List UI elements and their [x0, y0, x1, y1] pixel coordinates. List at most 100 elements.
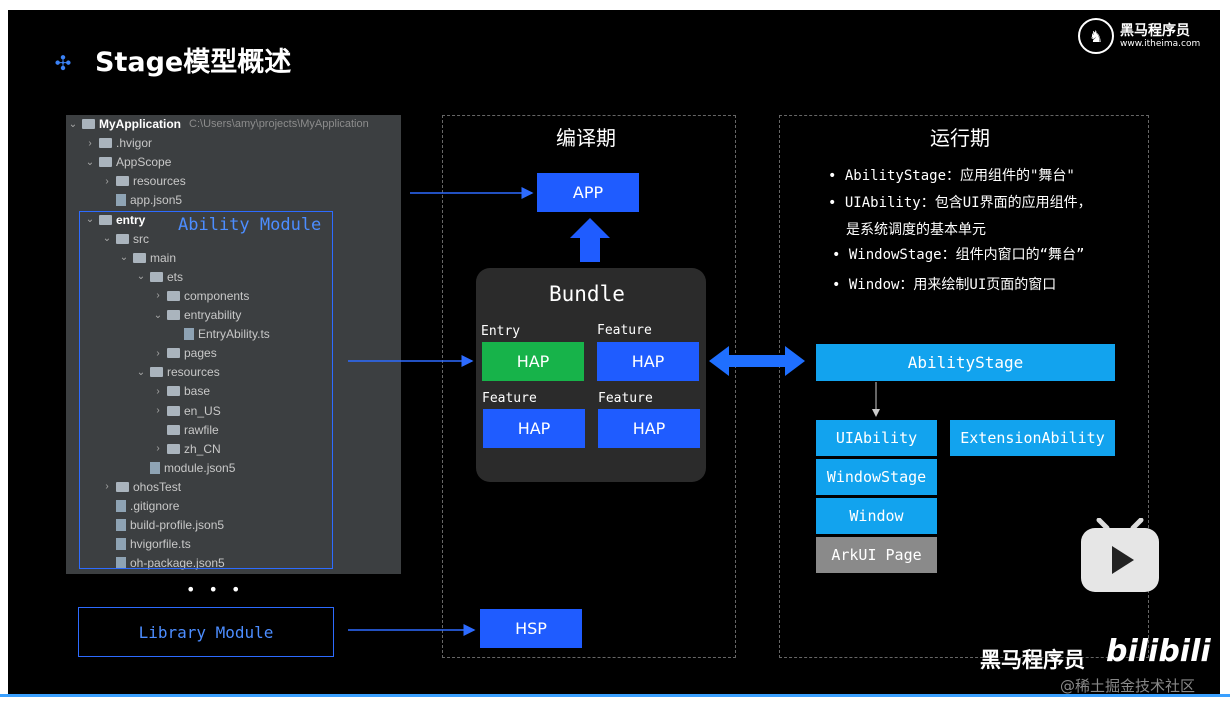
- tree-row-label: AppScope: [116, 155, 172, 170]
- tree-row[interactable]: ›components: [153, 287, 249, 305]
- tree-row[interactable]: ›zh_CN: [153, 440, 220, 458]
- chevron-icon[interactable]: ›: [88, 137, 92, 149]
- tree-row[interactable]: oh-package.json5: [102, 554, 225, 572]
- hsp-box: HSP: [480, 609, 582, 648]
- file-icon: [116, 194, 126, 207]
- logo-name: 黑马程序员: [1120, 23, 1190, 39]
- tree-row-label: oh-package.json5: [130, 556, 225, 571]
- hap-entry-box: HAP: [482, 342, 584, 381]
- tree-row[interactable]: › ohosTest: [102, 478, 181, 496]
- chevron-icon[interactable]: ⌄: [85, 214, 95, 225]
- tree-row[interactable]: ›.hvigor: [85, 134, 152, 152]
- bullet-window-stage: • WindowStage：组件内窗口的“舞台”: [832, 247, 1085, 263]
- file-icon: [116, 500, 126, 512]
- tree-row[interactable]: .gitignore: [102, 497, 179, 515]
- ability-module-box: [79, 211, 333, 569]
- chevron-icon[interactable]: ⌄: [119, 252, 129, 264]
- tree-row[interactable]: ⌄ main: [119, 249, 176, 267]
- logo-url: www.itheima.com: [1120, 39, 1201, 49]
- bottom-bar: [0, 694, 1230, 697]
- chevron-icon[interactable]: ›: [156, 385, 160, 397]
- chevron-icon[interactable]: ›: [156, 347, 160, 359]
- extension-ability-box: ExtensionAbility: [950, 420, 1115, 456]
- bilibili-play-icon: [1081, 518, 1159, 592]
- tree-row[interactable]: › resources: [102, 172, 186, 190]
- chevron-icon[interactable]: ›: [105, 481, 109, 493]
- bullet-ui-ability-cont: 是系统调度的基本单元: [846, 222, 986, 238]
- tree-row-label: base: [184, 384, 211, 399]
- folder-icon: [116, 176, 129, 187]
- tree-row[interactable]: ⌄ entryability: [153, 306, 242, 324]
- folder-icon: [167, 405, 180, 416]
- tree-row-label: ets: [167, 269, 184, 284]
- tree-row[interactable]: › pages: [153, 344, 217, 362]
- tree-row[interactable]: ⌄ AppScope: [85, 153, 172, 171]
- chevron-icon[interactable]: ›: [105, 175, 109, 187]
- library-module-box: Library Module: [78, 607, 334, 657]
- file-icon: [184, 328, 194, 341]
- ellipsis: • • •: [186, 580, 245, 599]
- chevron-icon[interactable]: ›: [156, 443, 160, 455]
- bullet-ability-stage: • AbilityStage：应用组件的"舞台": [828, 168, 1075, 184]
- tree-row-label: en_US: [184, 403, 221, 418]
- file-icon: [116, 557, 126, 570]
- folder-icon: [99, 138, 112, 149]
- tree-row-label: app.json5: [130, 193, 183, 208]
- hap-feature-box-2: HAP: [483, 409, 585, 448]
- slide-title: Stage模型概述: [95, 47, 292, 78]
- tree-row-label: entry: [116, 212, 146, 227]
- folder-icon: [116, 233, 129, 244]
- tree-row-label: rawfile: [184, 422, 219, 437]
- tree-row[interactable]: ⌄ entry: [85, 211, 146, 229]
- folder-icon: [167, 443, 180, 454]
- ability-module-label: Ability Module: [178, 215, 322, 235]
- folder-icon: [82, 119, 95, 129]
- tree-row-label: pages: [184, 346, 217, 361]
- tree-row[interactable]: ⌄ src: [102, 230, 149, 248]
- chevron-icon[interactable]: ⌄: [85, 156, 95, 168]
- tree-row[interactable]: app.json5: [102, 191, 182, 209]
- chevron-icon[interactable]: ⌄: [68, 118, 78, 130]
- tree-row-label: module.json5: [164, 460, 236, 475]
- tree-row[interactable]: › en_US: [153, 402, 221, 420]
- tree-row[interactable]: rawfile: [153, 421, 219, 439]
- arrow-bundle-to-app: [570, 218, 610, 262]
- hap-feature-box-1: HAP: [597, 342, 699, 381]
- chevron-icon[interactable]: ⌄: [102, 233, 112, 245]
- hap-label-entry: Entry: [481, 324, 521, 339]
- runtime-title: 运行期: [930, 126, 990, 150]
- chevron-icon[interactable]: ›: [156, 290, 160, 302]
- chevron-icon[interactable]: ⌄: [153, 309, 163, 321]
- window-stage-box: WindowStage: [816, 459, 937, 495]
- tree-row-label: ohosTest: [133, 479, 182, 494]
- tree-row[interactable]: EntryAbility.ts: [170, 325, 270, 343]
- hap-label-feature-3: Feature: [598, 391, 653, 406]
- tree-row-label: resources: [133, 174, 186, 189]
- chevron-icon[interactable]: ›: [156, 405, 160, 416]
- folder-icon: [133, 252, 146, 263]
- tree-row-label: src: [133, 231, 149, 246]
- runtime-panel: [779, 115, 1149, 658]
- folder-icon: [150, 271, 163, 282]
- folder-icon: [116, 481, 129, 492]
- tree-row-label: resources: [167, 365, 220, 380]
- tree-row-label: main: [150, 250, 177, 265]
- bullet-ui-ability: • UIAbility：包含UI界面的应用组件，: [828, 195, 1092, 211]
- hap-label-feature-2: Feature: [482, 391, 537, 406]
- tree-row[interactable]: ⌄ ets: [136, 268, 183, 286]
- tree-row[interactable]: hvigorfile.ts: [102, 535, 191, 553]
- tree-row[interactable]: ⌄ resources: [136, 363, 220, 381]
- chevron-icon[interactable]: ⌄: [136, 271, 146, 283]
- arrow-bundle-runtime-double: [709, 346, 805, 376]
- tree-row[interactable]: module.json5: [136, 459, 235, 477]
- tree-row-label: entryability: [184, 308, 242, 322]
- chevron-icon[interactable]: ⌄: [136, 366, 146, 378]
- tree-row-label: EntryAbility.ts: [198, 327, 270, 342]
- tree-row[interactable]: build-profile.json5: [102, 516, 224, 534]
- watermark-brand: 黑马程序员: [980, 648, 1085, 672]
- tree-row-label: .gitignore: [130, 499, 180, 513]
- tree-row[interactable]: › base: [153, 382, 210, 400]
